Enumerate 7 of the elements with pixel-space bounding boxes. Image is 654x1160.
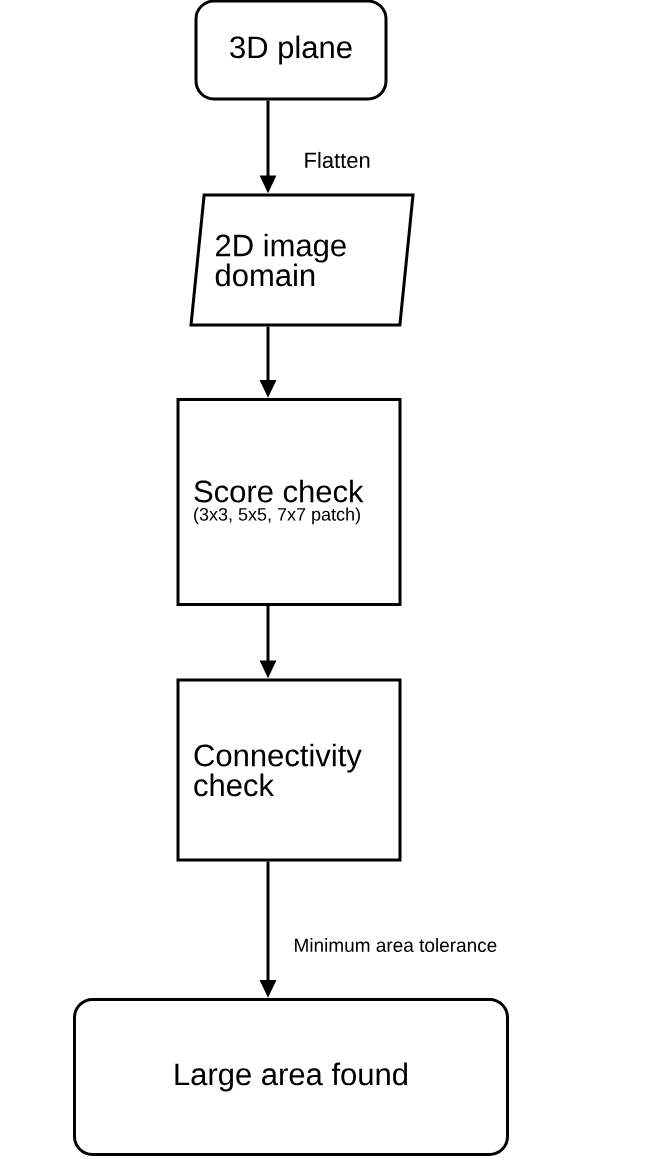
process-box: Connectivity check xyxy=(176,678,402,862)
edge-label: Minimum area tolerance xyxy=(291,936,500,954)
terminal-box: 3D plane xyxy=(194,0,388,101)
data-parallelogram: 2D image domain xyxy=(189,193,415,327)
edge-label: Flatten xyxy=(301,149,373,171)
terminal-box: Large area found xyxy=(73,998,509,1156)
process-box: Score check (3x3, 5x5, 7x7 patch) xyxy=(176,398,402,606)
